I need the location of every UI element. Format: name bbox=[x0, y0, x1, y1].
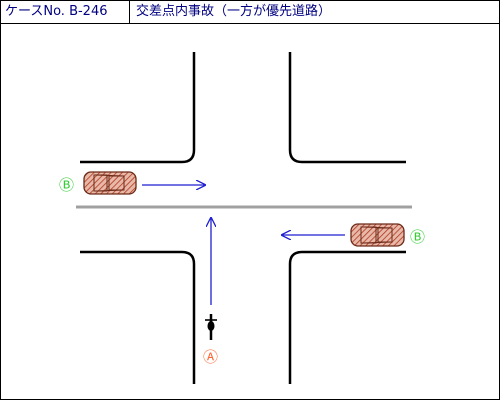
road-edge-top-right bbox=[288, 52, 406, 164]
road-edge-bottom-left bbox=[80, 250, 196, 384]
bicycle bbox=[205, 314, 217, 340]
diagram-title: 交差点内事故（一方が優先道路） bbox=[136, 4, 332, 19]
car-right-label: Ⓑ bbox=[410, 228, 425, 246]
car-left bbox=[83, 171, 137, 195]
road-edge-bottom-right bbox=[288, 250, 406, 384]
bicycle-label: Ⓐ bbox=[203, 348, 218, 366]
car-right bbox=[350, 223, 405, 247]
car-left-label: Ⓑ bbox=[59, 176, 74, 194]
road-edge-top-left bbox=[80, 52, 196, 164]
case-number: ケースNo. B-246 bbox=[1, 1, 130, 23]
header-bar: ケースNo. B-246 交差点内事故（一方が優先道路） bbox=[1, 1, 499, 24]
